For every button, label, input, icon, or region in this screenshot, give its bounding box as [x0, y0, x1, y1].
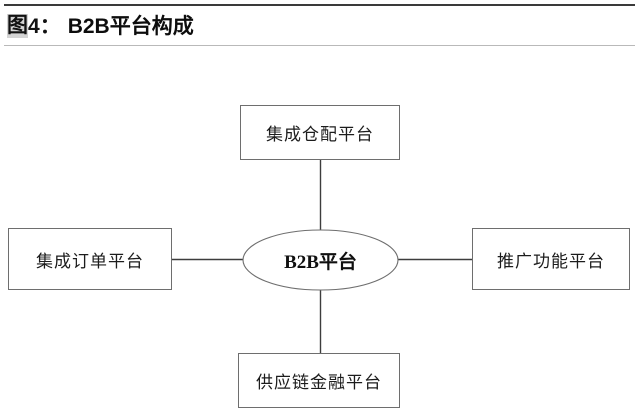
node-label-left: 集成订单平台 [36, 251, 144, 271]
figure-mark: 图 [7, 14, 28, 38]
header-rule-bottom [4, 45, 635, 46]
figure-colon: ： [39, 14, 61, 38]
diagram-canvas: 集成仓配平台 集成订单平台 推广功能平台 供应链金融平台 B2B平台 [0, 48, 639, 411]
node-label-center: B2B平台 [284, 251, 357, 273]
node-box-top[interactable]: 集成仓配平台 [240, 105, 400, 160]
figure-caption: 图 4 ： B2B平台构成 [7, 11, 194, 41]
node-box-right[interactable]: 推广功能平台 [472, 228, 630, 290]
header-rule-top [4, 4, 635, 6]
figure-title: B2B平台构成 [67, 14, 194, 38]
node-label-top: 集成仓配平台 [266, 125, 374, 144]
node-box-bottom[interactable]: 供应链金融平台 [238, 353, 400, 408]
node-box-left[interactable]: 集成订单平台 [8, 228, 172, 290]
figure-header: 图 4 ： B2B平台构成 [0, 0, 639, 48]
center-ellipse-shape [242, 229, 399, 291]
diagram-vector-layer [172, 160, 472, 353]
node-label-bottom: 供应链金融平台 [256, 373, 382, 392]
node-label-right: 推广功能平台 [497, 251, 605, 271]
node-center-hub[interactable]: B2B平台 [243, 230, 398, 290]
figure-number: 4 [28, 14, 40, 38]
